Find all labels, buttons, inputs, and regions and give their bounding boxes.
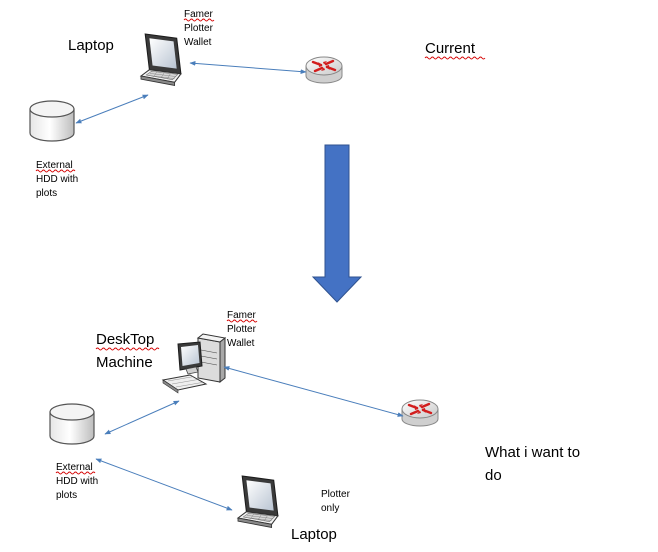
role-wallet: Wallet: [184, 37, 212, 48]
hdd-label-line-2: HDD with: [36, 174, 78, 185]
desired-section: DeskTop Machine Famer Plotter Wallet: [49, 310, 580, 543]
laptop-roles: Plotter only: [321, 489, 351, 514]
role-famer: Famer: [227, 310, 257, 321]
laptop-icon: [237, 475, 279, 528]
role-plotter: Plotter: [321, 489, 351, 500]
current-hdd-label: External HDD with plots: [35, 160, 78, 199]
current-title: Current: [425, 40, 476, 57]
desired-title: What i want to do: [485, 444, 580, 484]
router-icon: [400, 398, 440, 428]
connector-desktop-router: [223, 366, 404, 417]
role-famer: Famer: [184, 9, 214, 20]
connector-laptop-router: [189, 61, 307, 74]
desktop-computer-icon: [161, 333, 227, 394]
current-laptop-label: Laptop: [68, 37, 114, 54]
role-only: only: [321, 503, 339, 514]
connector-desktop-hdd: [104, 400, 180, 435]
router-icon: [304, 55, 344, 85]
laptop-icon: [140, 33, 182, 86]
hdd-label-line-3: plots: [56, 490, 77, 501]
desktop-label-line-2: Machine: [96, 354, 153, 371]
hdd-label-line-1: External: [36, 160, 73, 171]
connector-laptop-hdd: [75, 94, 149, 124]
desired-title-line-2: do: [485, 467, 502, 484]
connector-hdd-laptop: [95, 458, 233, 511]
desired-laptop-label: Laptop: [291, 526, 337, 543]
hard-drive-icon: [49, 403, 95, 445]
current-section: Current Laptop Famer Plotter Wallet Exte…: [29, 9, 486, 199]
hdd-label-line-3: plots: [36, 188, 57, 199]
role-wallet: Wallet: [227, 338, 255, 349]
desired-hdd-label: External HDD with plots: [55, 462, 98, 501]
desktop-label-line-1: DeskTop: [96, 331, 154, 348]
desired-title-line-1: What i want to: [485, 444, 580, 461]
hard-drive-icon: [29, 100, 75, 142]
down-arrow-icon: [311, 144, 363, 303]
current-laptop-roles: Famer Plotter Wallet: [183, 9, 215, 48]
role-plotter: Plotter: [227, 324, 257, 335]
desktop-roles: Famer Plotter Wallet: [226, 310, 258, 349]
hdd-label-line-1: External: [56, 462, 93, 473]
role-plotter: Plotter: [184, 23, 214, 34]
hdd-label-line-2: HDD with: [56, 476, 98, 487]
